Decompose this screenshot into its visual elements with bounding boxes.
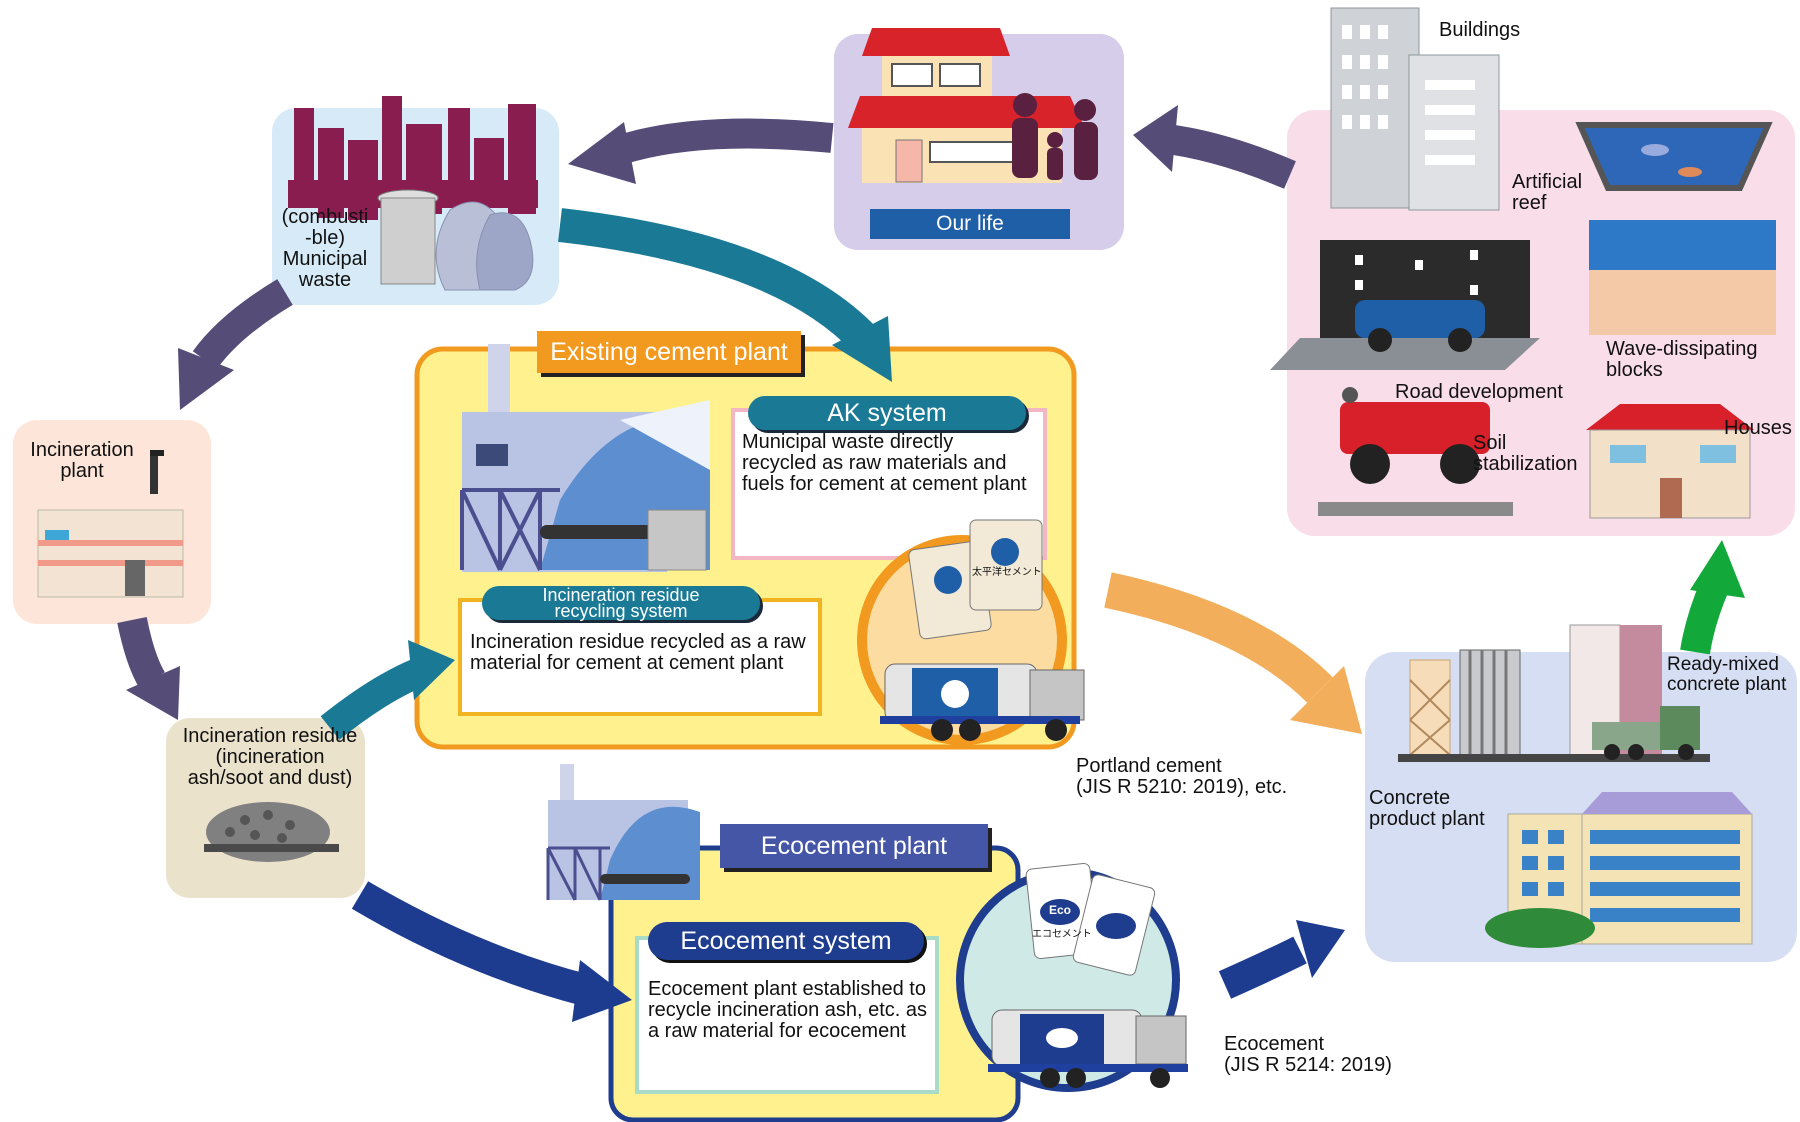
arrow-waste-to-ak-head bbox=[832, 316, 892, 382]
arrow-incineration-to-residue-head bbox=[126, 666, 180, 720]
soil-truck-illustration bbox=[1318, 387, 1513, 516]
arrow-concrete-to-uses-head bbox=[1690, 540, 1745, 598]
soil-stabilization-label: Soil stabilization bbox=[1473, 432, 1578, 475]
cement-bags-illustration bbox=[880, 519, 1085, 741]
arrow-life-to-waste-head bbox=[568, 122, 636, 184]
arrow-residue-to-ecocement bbox=[351, 881, 590, 1006]
ecocement-plant-illustration bbox=[546, 764, 700, 901]
road-development-label: Road development bbox=[1395, 381, 1563, 403]
city-waste-illustration bbox=[288, 96, 538, 291]
arrow-residue-to-system bbox=[320, 658, 426, 740]
road-illustration bbox=[1270, 240, 1540, 370]
arrow-waste-to-ak bbox=[558, 208, 878, 352]
reef-illustration bbox=[1575, 122, 1773, 191]
ecocement-plant-title: Ecocement plant bbox=[720, 824, 988, 868]
ecocement-system-description: Ecocement plant established to recycle i… bbox=[648, 978, 928, 1042]
ecocement-label: Ecocement (JIS R 5214: 2019) bbox=[1224, 1033, 1392, 1076]
ak-system-title: AK system bbox=[748, 396, 1026, 430]
arrow-waste-to-incineration bbox=[192, 279, 293, 369]
concrete-product-plant-label: Concrete product plant bbox=[1369, 787, 1485, 830]
eco-mark-text: Eco bbox=[1049, 903, 1072, 917]
arrow-uses-to-life bbox=[1158, 123, 1296, 189]
arrow-uses-to-life-head bbox=[1133, 105, 1178, 172]
concrete-plants-illustration bbox=[1398, 624, 1753, 948]
residue-system-title: Incineration residue recycling system bbox=[482, 586, 760, 620]
ready-mixed-plant-label: Ready-mixed concrete plant bbox=[1667, 654, 1787, 695]
portland-cement-label: Portland cement (JIS R 5210: 2019), etc. bbox=[1076, 755, 1288, 798]
our-life-label: Our life bbox=[936, 212, 1004, 235]
arrow-ecocement-to-concrete bbox=[1218, 936, 1307, 999]
eco-bag-text: エコセメント bbox=[1032, 929, 1092, 940]
incineration-plant-label: Incineration plant bbox=[30, 439, 134, 482]
existing-plant-title: Existing cement plant bbox=[537, 331, 801, 373]
residue-system-description: Incineration residue recycled as a raw m… bbox=[470, 631, 806, 674]
wave-dissipating-blocks-label: Wave-dissipating blocks bbox=[1606, 338, 1758, 381]
artificial-reef-label: Artificial reef bbox=[1512, 171, 1583, 214]
houses-label: Houses bbox=[1724, 417, 1792, 439]
arrow-life-to-waste bbox=[615, 118, 834, 165]
ash-pile-illustration bbox=[204, 802, 339, 862]
arrow-portland-to-concrete bbox=[1104, 572, 1333, 703]
buildings-illustration bbox=[1330, 7, 1500, 211]
incineration-plant-illustration bbox=[37, 450, 184, 598]
municipal-waste-label: (combusti -ble) Municipal waste bbox=[281, 206, 369, 291]
incineration-residue-label: Incineration residue (incineration ash/s… bbox=[182, 725, 358, 789]
arrow-portland-to-concrete-head bbox=[1290, 666, 1362, 734]
arrow-concrete-to-uses bbox=[1680, 579, 1729, 655]
arrow-incineration-to-residue bbox=[117, 616, 166, 688]
house-family-illustration bbox=[848, 28, 1098, 239]
arrow-waste-to-incineration-head bbox=[178, 348, 234, 410]
arrow-ecocement-to-concrete-head bbox=[1296, 920, 1345, 978]
arrow-residue-to-system-head bbox=[408, 640, 455, 700]
wave-blocks-illustration bbox=[1589, 220, 1776, 335]
ak-system-description: Municipal waste directly recycled as raw… bbox=[742, 431, 1027, 495]
eco-bags-illustration bbox=[988, 862, 1188, 1088]
buildings-label: Buildings bbox=[1439, 19, 1521, 41]
arrow-residue-to-ecocement-head bbox=[572, 960, 632, 1022]
cement-plant-illustration bbox=[460, 344, 710, 572]
ecocement-system-title: Ecocement system bbox=[648, 922, 924, 960]
cement-bag-text: 太平洋セメント bbox=[972, 567, 1042, 578]
house-illustration bbox=[1586, 404, 1754, 519]
